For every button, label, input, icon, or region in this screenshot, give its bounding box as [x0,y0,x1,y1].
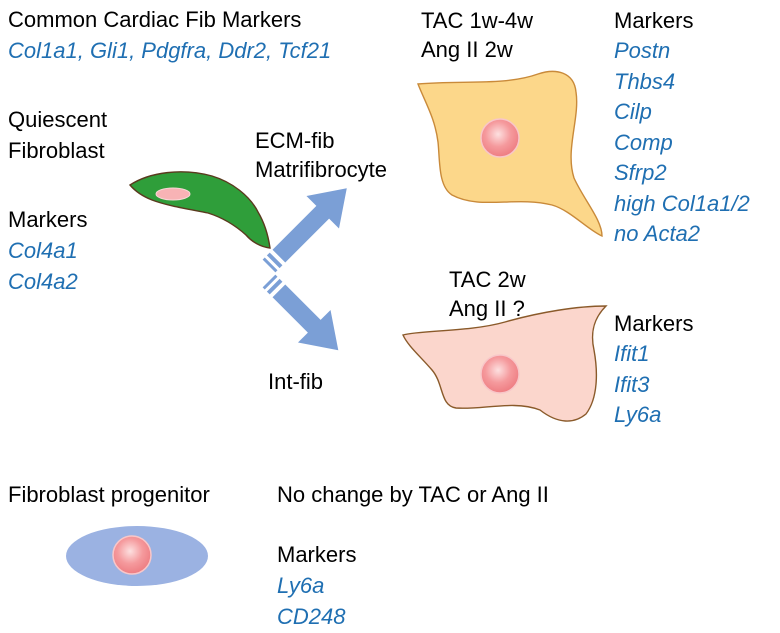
int-fib-cell [402,305,608,422]
int-fib-cell-nucleus [480,354,520,394]
progenitor-title: Fibroblast progenitor [8,482,210,507]
quiescent-title-line2: Fibroblast [8,138,105,163]
progenitor-markers-list: Ly6a CD248 [277,571,345,632]
progenitor-note: No change by TAC or Ang II [277,482,549,507]
int-fib-title: Int-fib [268,369,324,394]
marker-item: Comp [614,129,673,155]
marker-item: Col4a2 [8,268,78,294]
tac-top-line1: TAC 1w-4w [421,8,534,33]
common-markers-list: Col1a1, Gli1, Pdgfra, Ddr2, Tcf21 [8,38,332,63]
arrow-to-int-fib [262,274,339,351]
progenitor-markers-label: Markers [277,542,357,567]
quiescent-title-line1: Quiescent [8,107,108,132]
marker-item: Postn [614,38,671,63]
quiescent-markers-list: Col4a1 Col4a2 [8,236,78,297]
ecm-fib-cell-nucleus [480,118,520,158]
quiescent-cell-nucleus [155,187,191,201]
progenitor-cell [66,526,208,586]
marker-item: Col4a1 [8,238,78,263]
marker-item: Ly6a [277,573,325,598]
marker-item: high Col1a1/2 [614,190,750,216]
marker-item: Sfrp2 [614,160,667,185]
tac-top-line2: Ang II 2w [421,37,513,62]
marker-item: CD248 [277,603,346,629]
ecm-fib-title-line2: Matrifibrocyte [255,157,388,182]
tac-bottom-markers-label: Markers [614,311,694,336]
arrow-to-ecm-fib [262,188,347,273]
quiescent-fibroblast-cell [128,171,271,249]
tac-bottom-line1: TAC 2w [449,267,526,292]
progenitor-cell-nucleus [112,535,152,575]
tac-bottom-line2: Ang II ? [449,296,525,321]
ecm-fib-cell [417,70,603,238]
quiescent-cell-body [128,171,271,249]
marker-item: Thbs4 [614,68,676,94]
marker-item: no Acta2 [614,221,701,246]
common-markers-title: Common Cardiac Fib Markers [8,7,302,32]
quiescent-markers-label: Markers [8,207,88,232]
tac-top-markers-label: Markers [614,8,694,33]
marker-item: Ly6a [614,402,662,427]
ecm-fib-title-line1: ECM-fib [255,128,335,153]
marker-item: Ifit1 [614,341,650,366]
tac-bottom-markers-list: Ifit1 Ifit3 Ly6a [614,339,661,431]
tac-top-markers-list: Postn Thbs4 Cilp Comp Sfrp2 high Col1a1/… [614,36,750,250]
marker-item: Cilp [614,99,652,124]
marker-item: Ifit3 [614,371,650,397]
